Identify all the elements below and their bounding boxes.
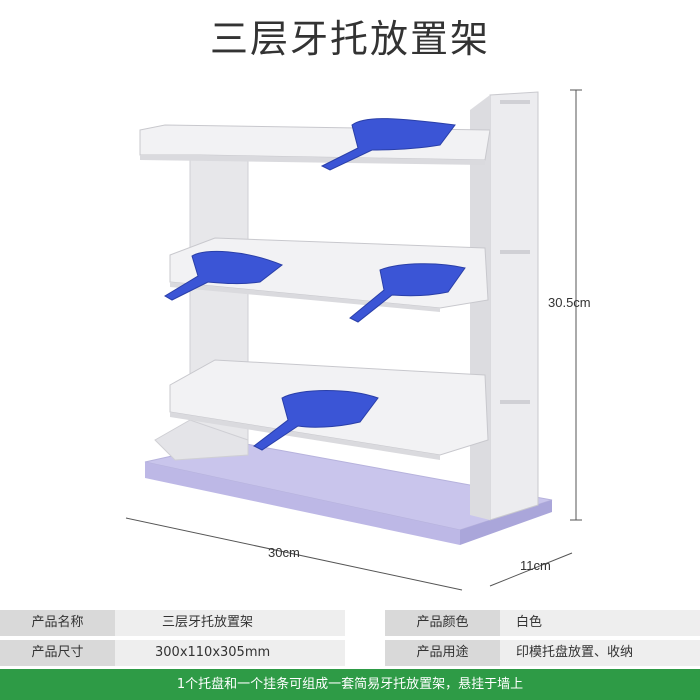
spec-label: 产品用途 xyxy=(385,640,500,666)
page-title: 三层牙托放置架 xyxy=(209,17,490,61)
tray-3 xyxy=(349,263,466,323)
spec-value: 300x110x305mm xyxy=(115,640,345,666)
width-dimension: 30cm xyxy=(268,545,300,560)
spec-value: 三层牙托放置架 xyxy=(115,610,345,636)
spec-label: 产品尺寸 xyxy=(0,640,115,666)
spec-value: 印模托盘放置、收纳 xyxy=(500,640,700,666)
spec-row: 产品尺寸 300x110x305mm 产品用途 印模托盘放置、收纳 xyxy=(0,640,700,666)
spec-label: 产品名称 xyxy=(0,610,115,636)
height-dimension: 30.5cm xyxy=(548,295,591,310)
rack-right-panel xyxy=(489,91,539,521)
spec-row: 产品名称 三层牙托放置架 产品颜色 白色 xyxy=(0,610,700,636)
tray-1 xyxy=(320,118,456,171)
spec-label: 产品颜色 xyxy=(385,610,500,636)
spec-value: 白色 xyxy=(500,610,700,636)
tray-4 xyxy=(253,390,379,451)
tray-2 xyxy=(164,250,283,301)
product-image xyxy=(0,70,700,610)
depth-dimension: 11cm xyxy=(520,558,551,573)
footer-banner: 1个托盘和一个挂条可组成一套简易牙托放置架，悬挂于墙上 xyxy=(0,669,700,700)
